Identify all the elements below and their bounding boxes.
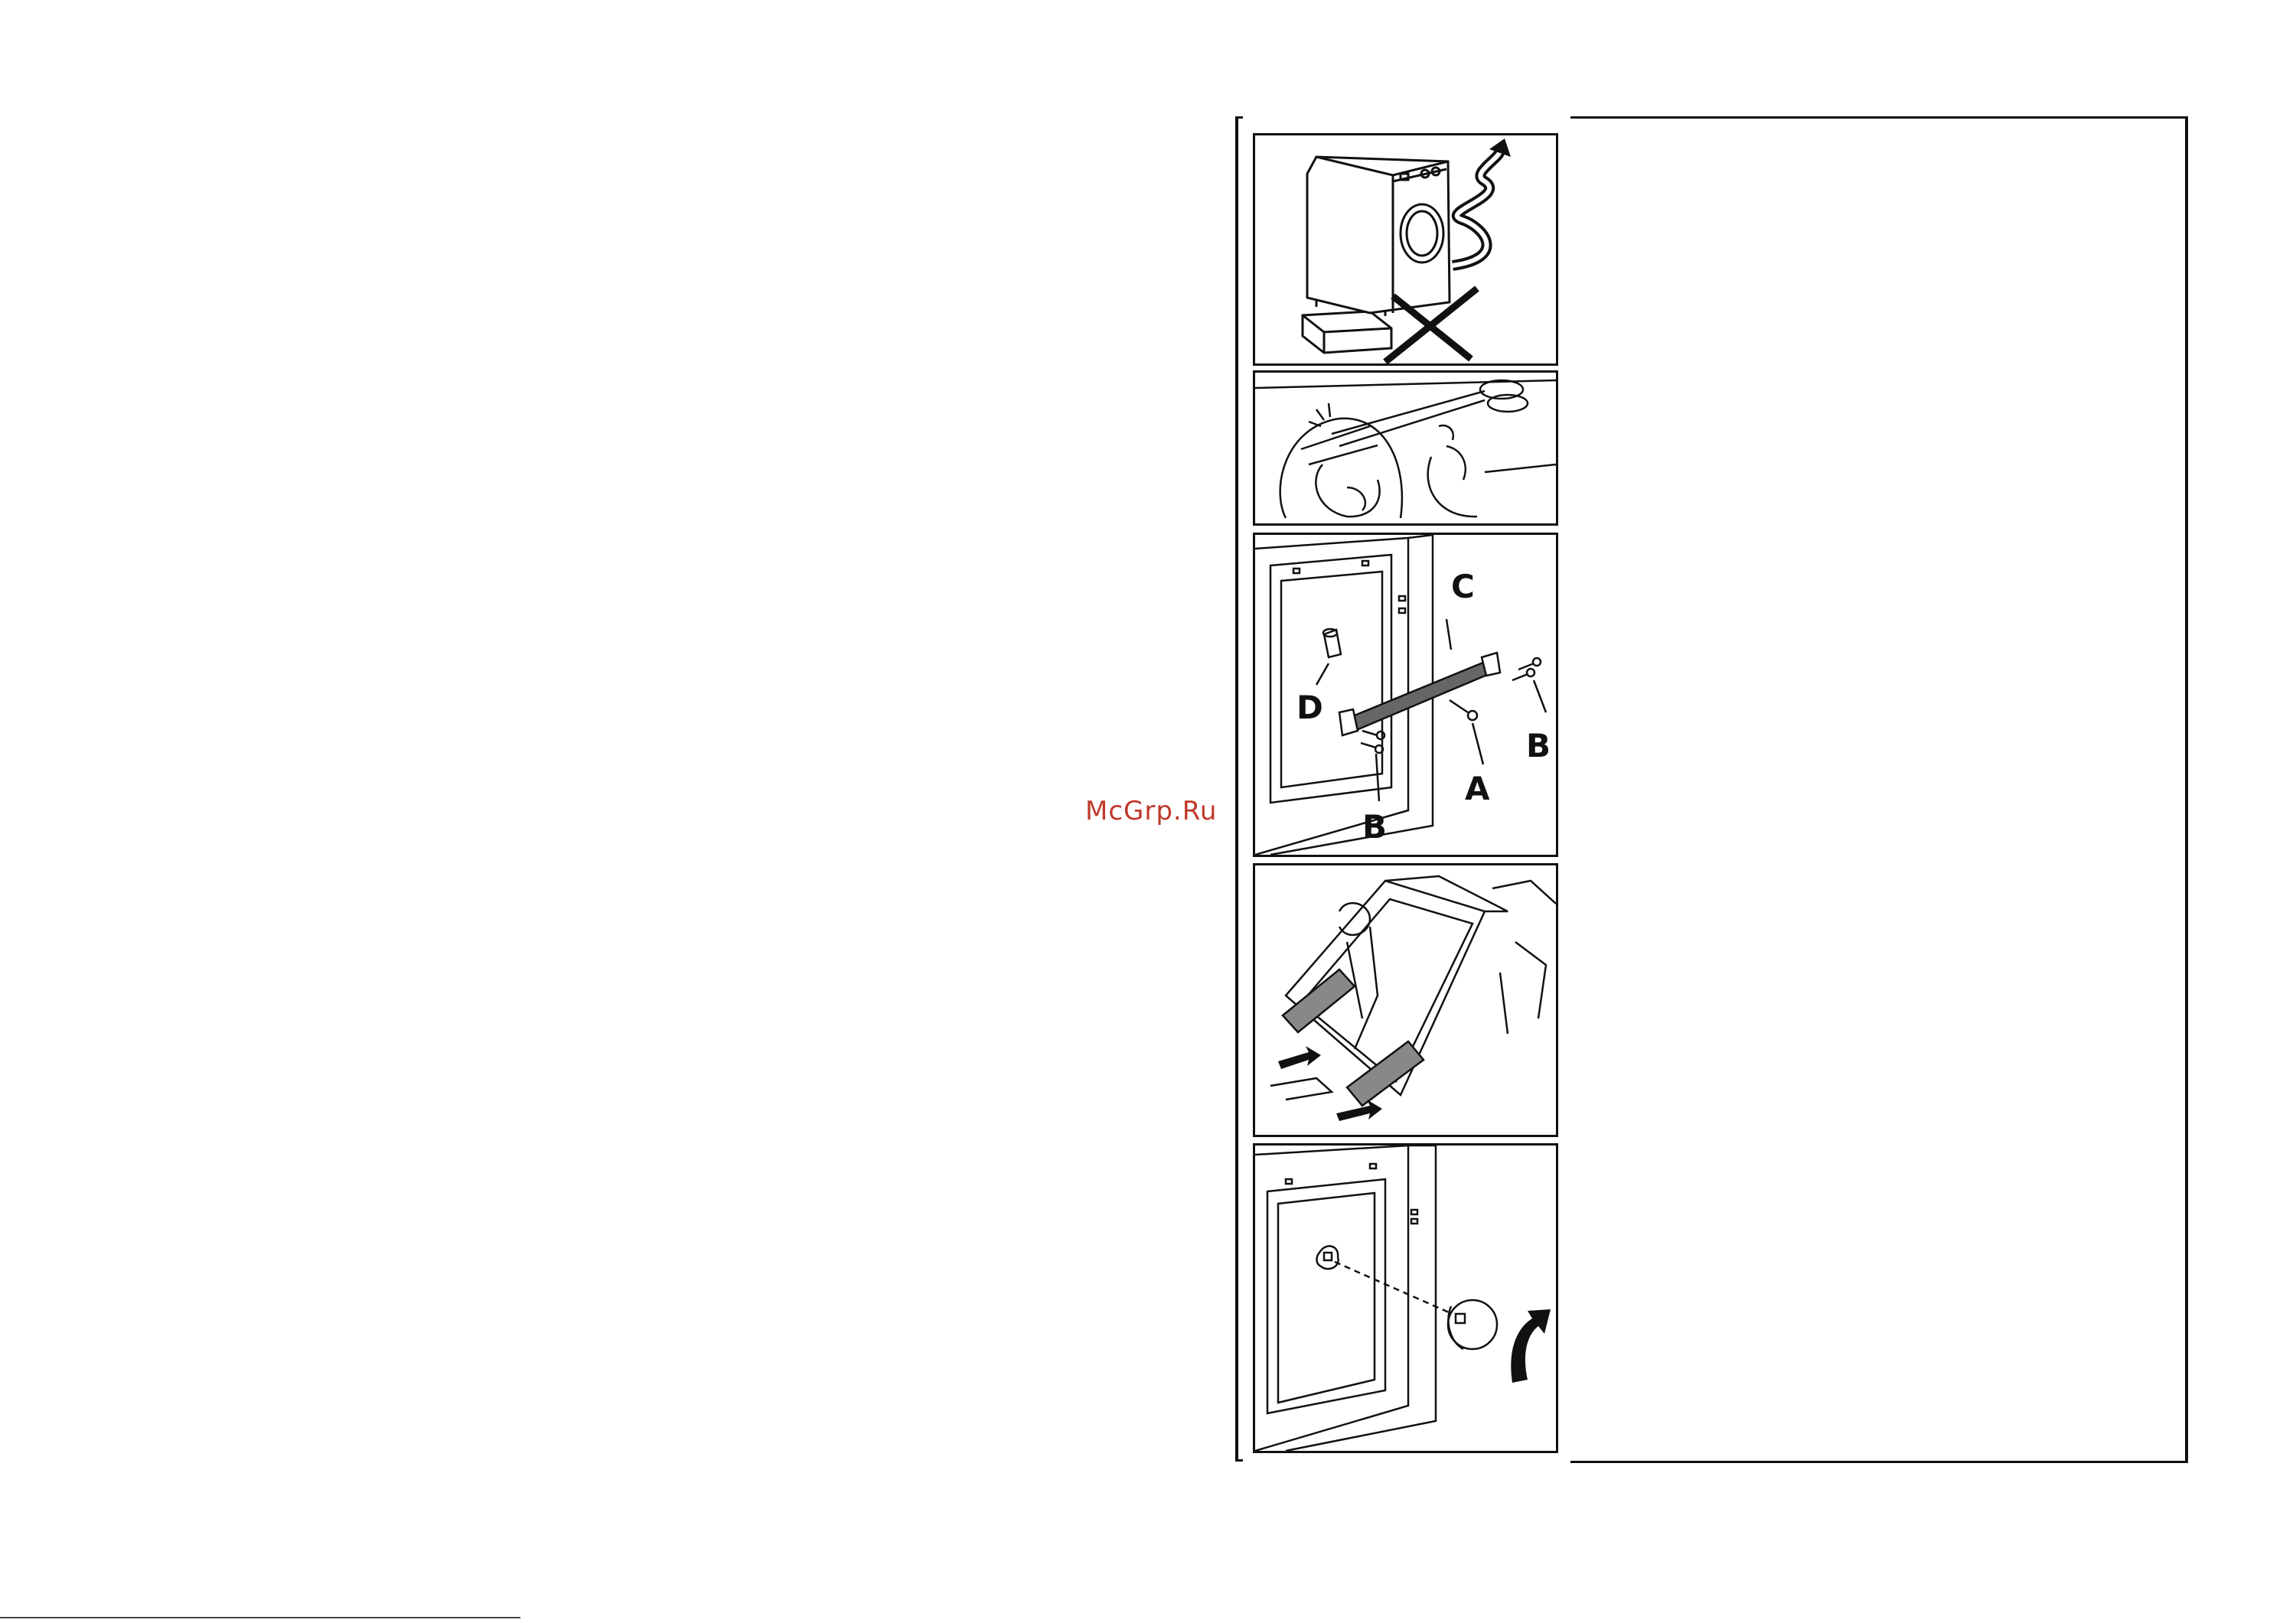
- left-frame-rule: [1235, 116, 1238, 1462]
- label-d: D: [1296, 689, 1323, 726]
- remove-packing-blocks-icon: [1270, 875, 1556, 1121]
- cut-cable-ties-icon: [1255, 379, 1556, 519]
- figure-washer-base-prohibited: [1253, 133, 1558, 366]
- frame-tick-bottom: [1235, 1459, 1243, 1462]
- figure-fit-hole-cap: [1253, 1143, 1558, 1453]
- watermark: McGrp.Ru: [1085, 796, 1218, 826]
- frame-tick-top: [1235, 116, 1243, 119]
- label-c: C: [1451, 568, 1475, 605]
- figure-remove-packing-blocks: [1253, 863, 1558, 1137]
- transit-bracket-removal-icon: C D B A B: [1255, 535, 1551, 855]
- washer-on-base-prohibited-icon: [1301, 139, 1511, 363]
- figure-transit-bracket: C D B A B: [1253, 533, 1558, 857]
- label-b-right: B: [1526, 727, 1551, 764]
- label-b-left: B: [1362, 808, 1387, 846]
- fit-hole-cap-icon: [1255, 1146, 1551, 1451]
- text-column-box: [1570, 116, 2188, 1463]
- figure-cut-cable-ties: [1253, 370, 1558, 526]
- footer-rule: [0, 1617, 520, 1618]
- label-a: A: [1465, 770, 1490, 807]
